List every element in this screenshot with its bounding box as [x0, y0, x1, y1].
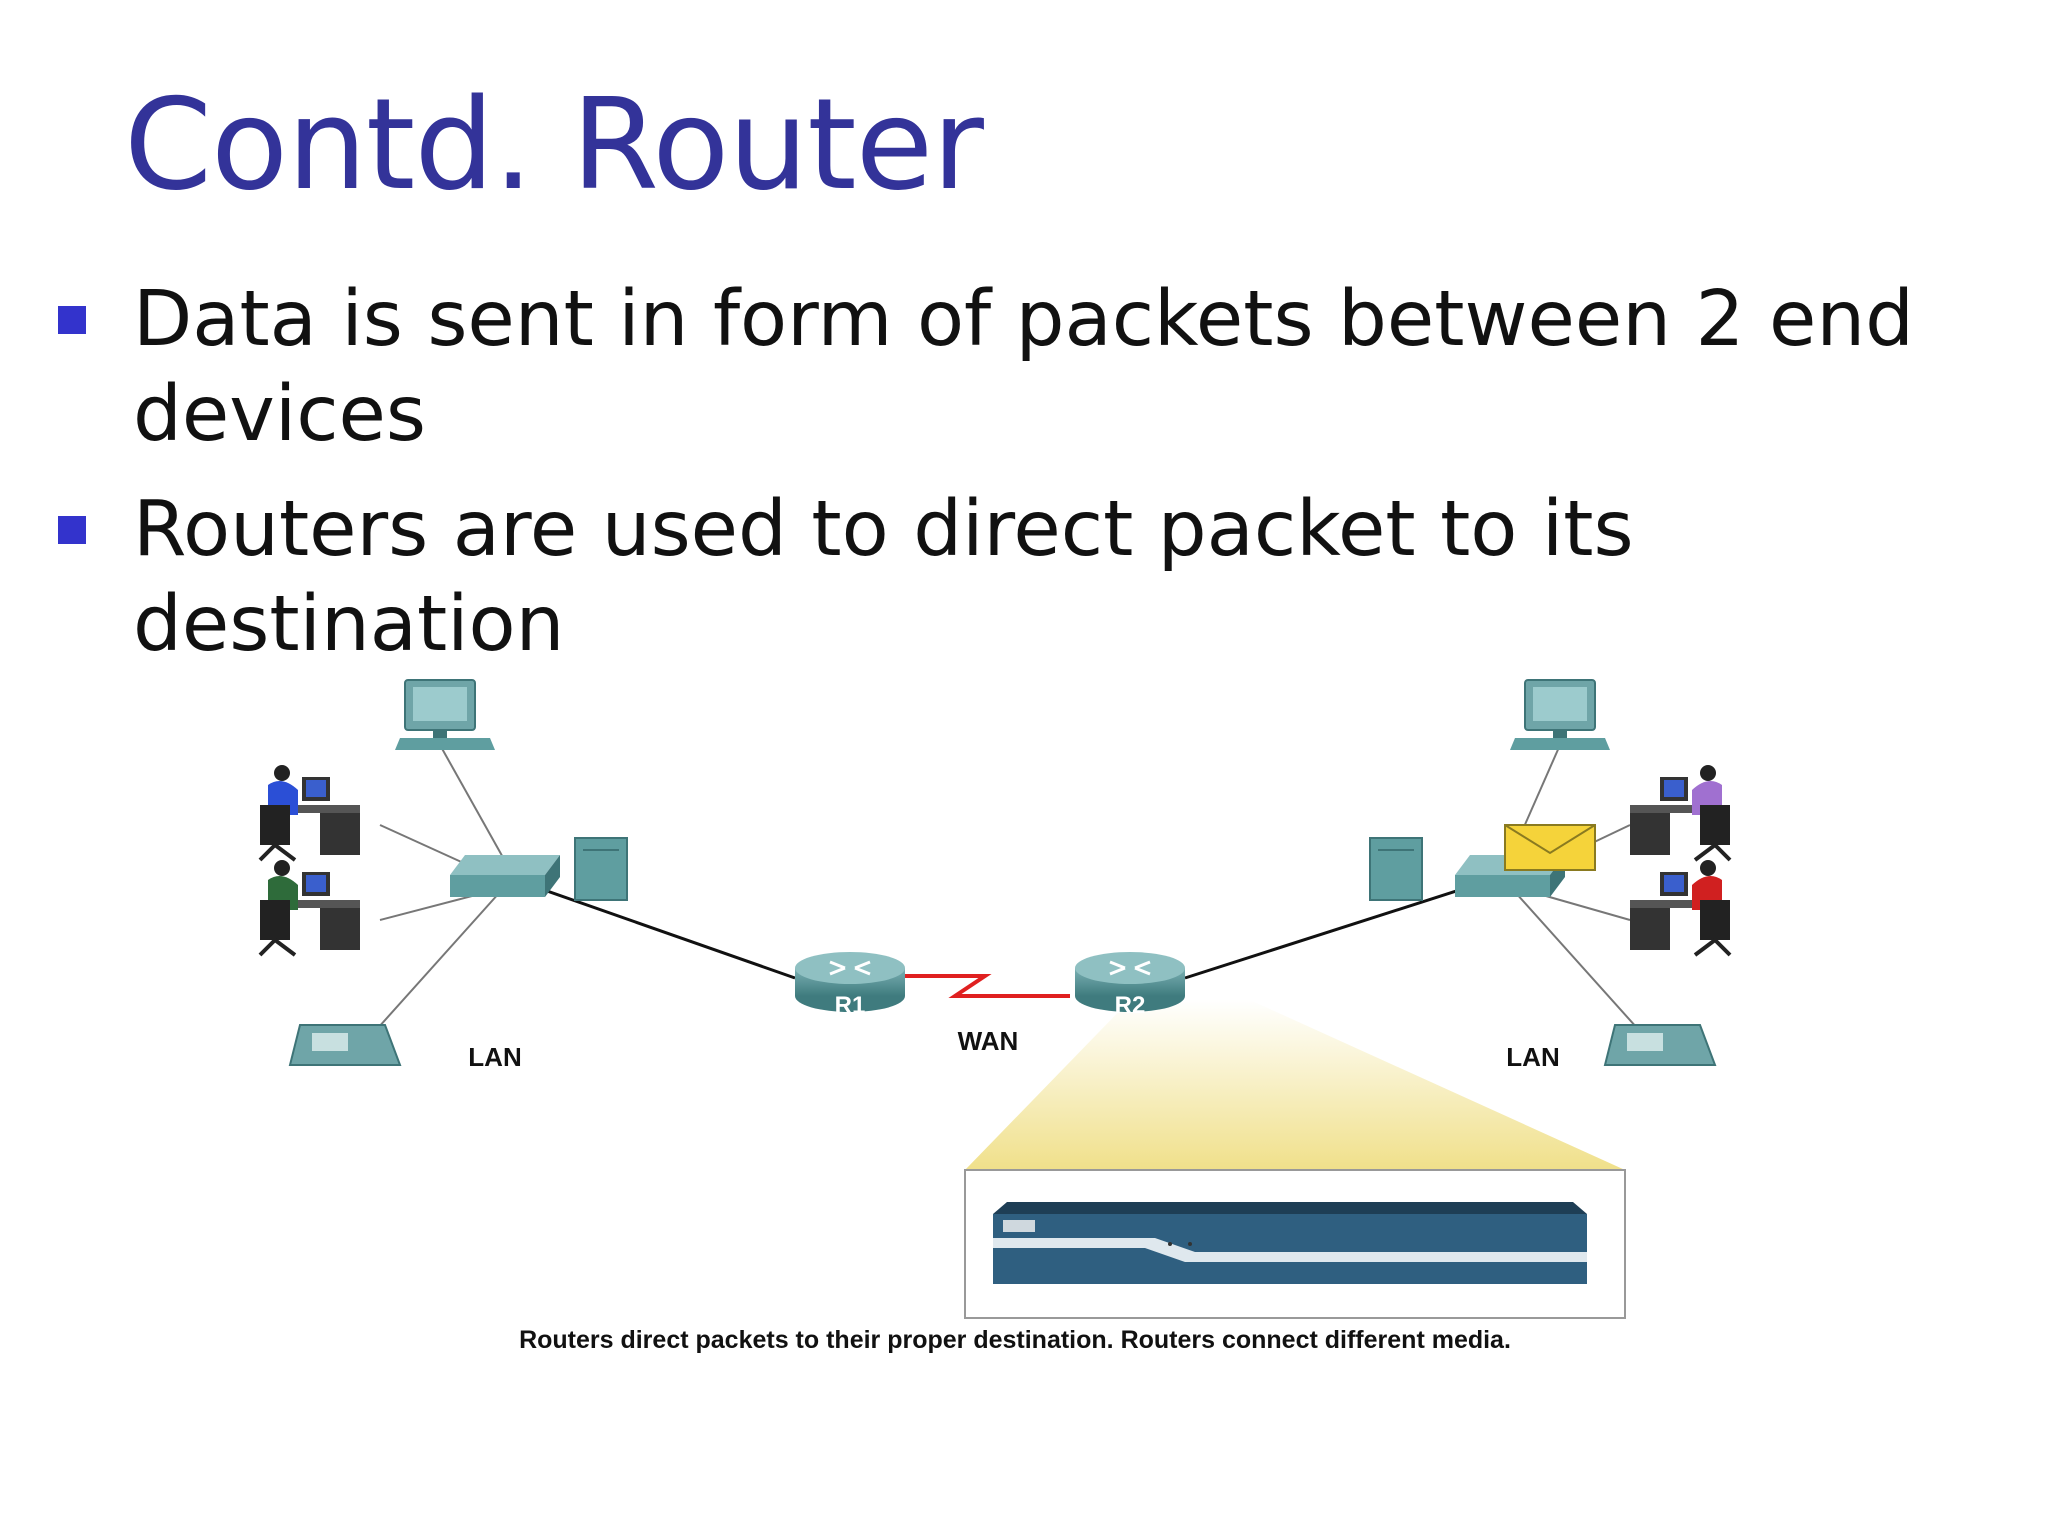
lan-switch-icon [450, 855, 560, 897]
bullet-list: Data is sent in form of packets between … [0, 272, 2048, 692]
packet-envelope-icon [1504, 824, 1596, 871]
router-r2-icon [1075, 952, 1185, 1012]
bullet-text: Routers are used to direct packet to its… [133, 485, 1634, 669]
link-r2-switch [1184, 883, 1476, 980]
slide-title: Contd. Router [124, 71, 984, 218]
diagram-caption: Routers direct packets to their proper d… [519, 1326, 1511, 1354]
bullet-text: Data is sent in form of packets between … [133, 275, 1915, 459]
router-r1-label: R1 [835, 992, 866, 1019]
router-r2-label: R2 [1115, 992, 1146, 1019]
square-bullet-icon [58, 306, 86, 334]
router-r1-icon [795, 952, 905, 1012]
server-icon [574, 837, 628, 901]
zoom-beam [965, 1000, 1625, 1170]
wan-label: WAN [958, 1026, 1019, 1056]
bullet-item: Data is sent in form of packets between … [0, 272, 2048, 462]
router-chassis-photo [964, 1169, 1626, 1319]
ip-phone-icon [288, 1024, 402, 1066]
ip-phone-icon [1603, 1024, 1717, 1066]
link-switch-r1 [529, 883, 796, 980]
network-diagram: R1 R2 LAN WAN LAN Routers direct packets… [250, 660, 1780, 1364]
lan-right-label: LAN [1506, 1042, 1559, 1072]
user-workstation-icon [1630, 765, 1732, 862]
bullet-item: Routers are used to direct packet to its… [0, 482, 2048, 672]
lan-left-label: LAN [468, 1042, 521, 1072]
server-icon [1369, 837, 1423, 901]
pc-icon [1510, 679, 1610, 750]
user-workstation-icon [258, 860, 360, 957]
pc-icon [395, 679, 495, 750]
user-workstation-icon [258, 765, 360, 862]
user-workstation-icon [1630, 860, 1732, 957]
square-bullet-icon [58, 516, 86, 544]
wan-serial-link [900, 974, 1070, 998]
